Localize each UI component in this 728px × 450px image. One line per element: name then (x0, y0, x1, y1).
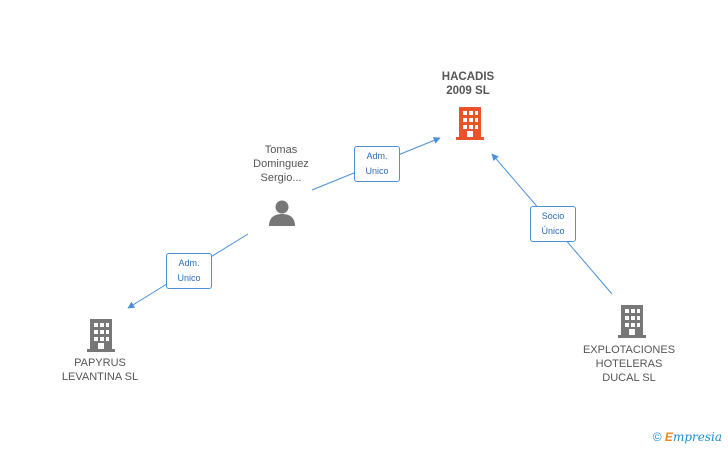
edge-label-line2: Único (541, 226, 565, 236)
building-icon-papyrus[interactable] (85, 316, 117, 352)
tomas-name-line1: Tomas (264, 144, 298, 156)
hacadis-name-line2: 2009 SL (446, 85, 490, 97)
edge-label-tomas-hacadis[interactable]: Adm. Unico (354, 146, 400, 182)
copyright-symbol: © (652, 430, 662, 444)
explotaciones-name-line2: HOTELERAS (595, 358, 663, 370)
node-label-tomas[interactable]: Tomas Dominguez Sergio... (236, 143, 326, 185)
node-label-explotaciones[interactable]: EXPLOTACIONES HOTELERAS DUCAL SL (572, 343, 686, 385)
edge-label-explotaciones-hacadis[interactable]: Socio Único (530, 206, 576, 242)
building-icon-hacadis[interactable] (454, 104, 486, 140)
explotaciones-name-line3: DUCAL SL (602, 372, 656, 384)
building-icon-explotaciones[interactable] (616, 302, 648, 338)
edge-label-line1: Adm. (366, 151, 388, 161)
edge-label-line1: Socio (541, 211, 565, 221)
edge-label-line2: Unico (177, 273, 201, 283)
hacadis-name-line1: HACADIS (441, 71, 495, 83)
papyrus-name-line2: LEVANTINA SL (61, 371, 139, 383)
edge-label-line2: Unico (365, 166, 389, 176)
edge-label-line1: Adm. (178, 258, 200, 268)
tomas-name-line3: Sergio... (260, 172, 302, 184)
edge-label-tomas-papyrus[interactable]: Adm. Unico (166, 253, 212, 289)
explotaciones-name-line1: EXPLOTACIONES (582, 344, 676, 356)
papyrus-name-line1: PAPYRUS (74, 357, 126, 369)
brand-name: mpresia (672, 430, 722, 444)
node-label-hacadis[interactable]: HACADIS 2009 SL (420, 70, 516, 98)
node-label-papyrus[interactable]: PAPYRUS LEVANTINA SL (48, 356, 152, 384)
tomas-name-line2: Dominguez (253, 158, 309, 170)
person-icon-tomas[interactable] (267, 198, 297, 228)
brand-initial: E (664, 430, 673, 444)
empresia-logo: © Empresia (653, 430, 722, 444)
